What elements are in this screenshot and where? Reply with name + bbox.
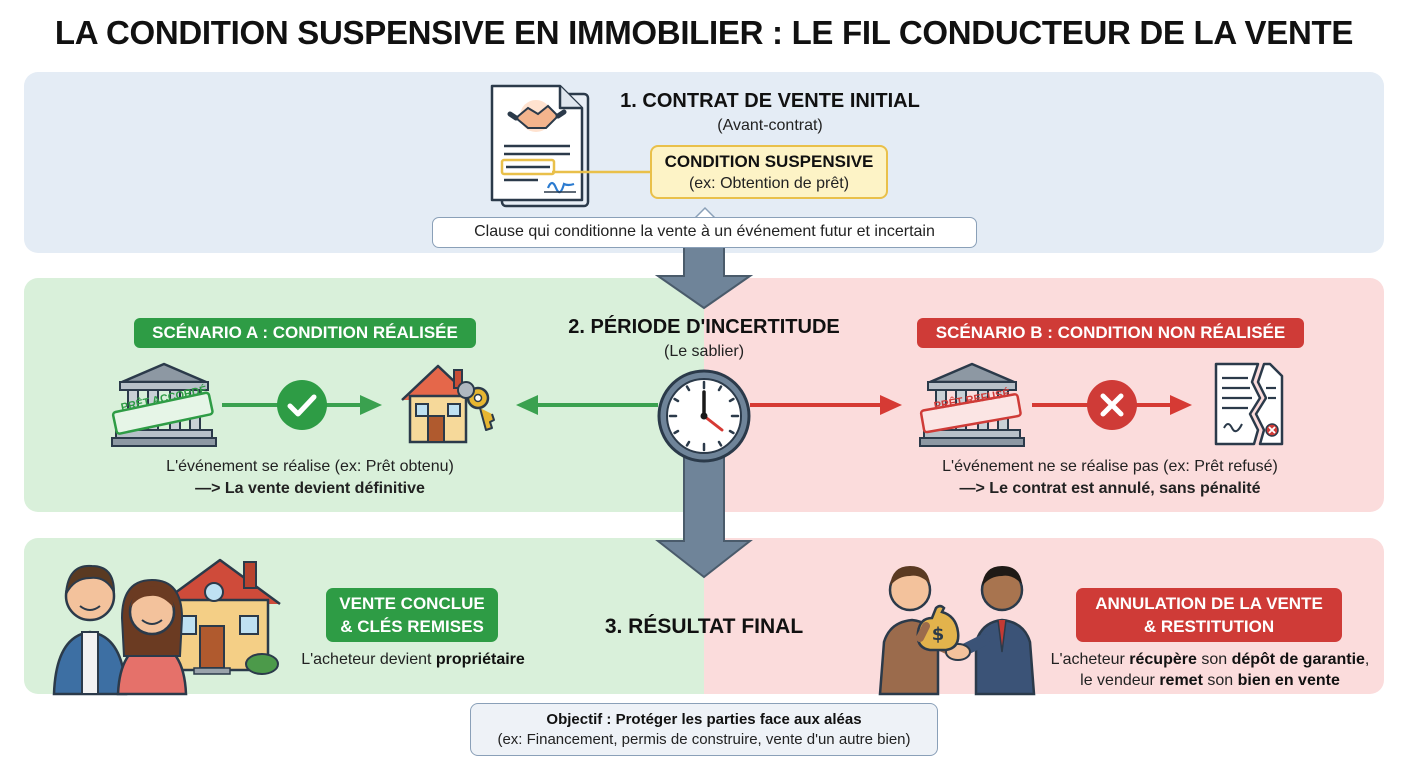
result-success-tag-line2: & CLÉS REMISES	[340, 617, 484, 636]
objective-title: Objectif : Protéger les parties face aux…	[546, 711, 862, 728]
scenario-b-result: —> Le contrat est annulé, sans pénalité	[900, 478, 1320, 500]
scenario-a-result: —> La vente devient définitive	[110, 478, 510, 500]
arrow-to-scenario-a-icon	[516, 395, 658, 415]
objective-box: Objectif : Protéger les parties face aux…	[470, 703, 938, 756]
cancel-desc2-b: remet	[1159, 672, 1203, 689]
result-cancel-desc-line2: le vendeur remet son bien en vente	[1040, 670, 1380, 692]
result-success-tag: VENTE CONCLUE & CLÉS REMISES	[326, 588, 498, 642]
contract-document-icon	[490, 84, 590, 208]
handshake-money-icon: $	[878, 566, 1036, 696]
result-cancel-tag-line2: & RESTITUTION	[1143, 617, 1275, 636]
clock-icon	[657, 369, 751, 463]
result-cancel-tag-line1: ANNULATION DE LA VENTE	[1095, 594, 1323, 613]
cancel-desc1-d: dépôt de garantie	[1231, 651, 1365, 668]
clause-description: Clause qui conditionne la vente à un évé…	[432, 217, 977, 248]
cancel-desc2-c: son	[1202, 672, 1238, 689]
objective-detail: (ex: Financement, permis de construire, …	[497, 731, 911, 748]
cancel-desc1-e: ,	[1364, 651, 1370, 668]
condition-connector-line	[552, 170, 652, 174]
cancel-desc1-a: L'acheteur	[1050, 651, 1130, 668]
condition-example: (ex: Obtention de prêt)	[688, 175, 850, 192]
scenario-a-tag: SCÉNARIO A : CONDITION RÉALISÉE	[134, 318, 476, 348]
step1-title: 1. CONTRAT DE VENTE INITIAL	[620, 90, 920, 112]
cancel-desc1-b: récupère	[1129, 651, 1197, 668]
result-success-desc: L'acheteur devient propriétaire	[280, 649, 546, 671]
cancel-desc1-c: son	[1196, 651, 1232, 668]
cross-icon	[1087, 380, 1137, 430]
result-success-desc-b: propriétaire	[435, 651, 525, 668]
condition-title: CONDITION SUSPENSIVE	[664, 152, 874, 171]
check-icon	[277, 380, 327, 430]
flow-arrow-1-icon	[654, 245, 754, 310]
scenario-a-arrow: —>	[195, 480, 225, 497]
result-success-desc-a: L'acheteur devient	[301, 651, 436, 668]
scenario-a-line2: La vente devient définitive	[224, 480, 425, 497]
scenario-b-line2: Le contrat est annulé, sans pénalité	[989, 480, 1261, 497]
bank-approved-icon	[111, 362, 217, 447]
result-cancel-desc-line1: L'acheteur récupère son dépôt de garanti…	[1040, 649, 1380, 671]
bank-refused-icon	[919, 362, 1025, 447]
page-title: LA CONDITION SUSPENSIVE EN IMMOBILIER : …	[54, 14, 1354, 51]
step3-title: 3. RÉSULTAT FINAL	[604, 615, 804, 638]
scenario-b-line1: L'événement ne se réalise pas (ex: Prêt …	[942, 458, 1278, 475]
step2-title: 2. PÉRIODE D'INCERTITUDE	[568, 316, 840, 338]
scenario-b-tag: SCÉNARIO B : CONDITION NON RÉALISÉE	[917, 318, 1304, 348]
condition-suspensive-box: CONDITION SUSPENSIVE (ex: Obtention de p…	[650, 145, 888, 199]
couple-house-icon	[52, 558, 281, 696]
house-keys-icon	[401, 364, 495, 444]
svg-text:$: $	[932, 624, 945, 645]
arrow-to-scenario-b-icon	[750, 395, 902, 415]
scenario-a-line1: L'événement se réalise (ex: Prêt obtenu)	[166, 458, 454, 475]
clause-pointer	[694, 206, 716, 219]
step2-subtitle: (Le sablier)	[663, 343, 745, 360]
torn-contract-icon	[1214, 362, 1284, 446]
result-success-tag-line1: VENTE CONCLUE	[339, 594, 485, 613]
step1-subtitle: (Avant-contrat)	[717, 117, 823, 134]
cancel-desc2-a: le vendeur	[1080, 672, 1160, 689]
cancel-desc2-d: bien en vente	[1237, 672, 1340, 689]
flow-arrow-2-icon	[655, 454, 753, 579]
scenario-b-arrow: —>	[959, 480, 990, 497]
result-cancel-tag: ANNULATION DE LA VENTE & RESTITUTION	[1076, 588, 1342, 642]
